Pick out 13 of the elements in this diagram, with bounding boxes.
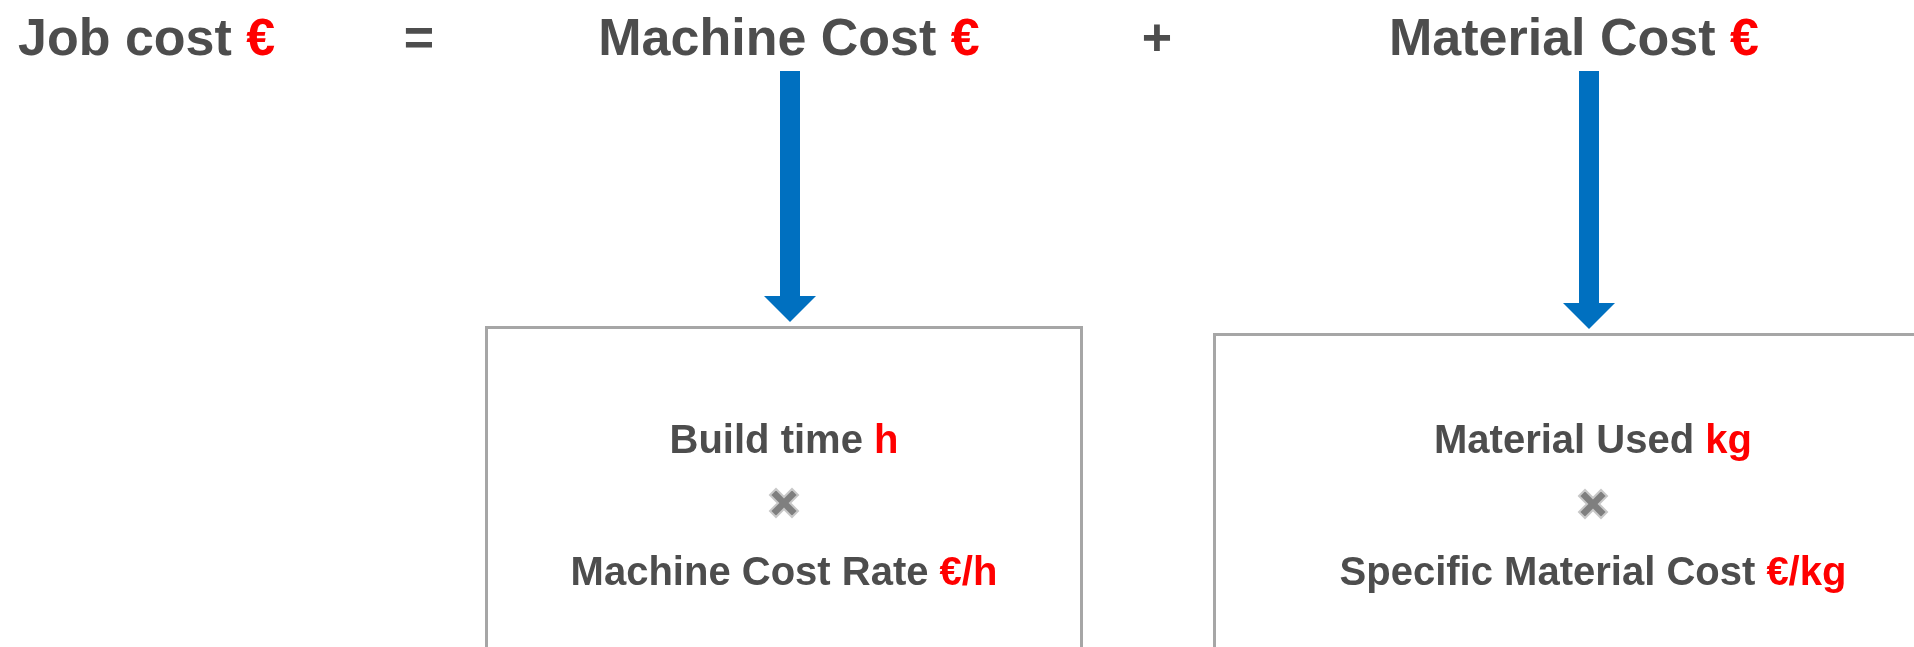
arrow [1563, 71, 1615, 329]
arrow [764, 71, 816, 322]
cost-heading: Machine Cost € [598, 7, 980, 67]
formula-box [485, 326, 1083, 647]
cost-heading: Job cost € [18, 7, 276, 67]
formula-term: Specific Material Cost €/kg [1338, 548, 1848, 595]
operator-sign: + [1141, 7, 1173, 67]
formula-term: Machine Cost Rate €/h [569, 548, 999, 595]
formula-term: Material Used kg [1433, 416, 1753, 463]
operator-sign: = [403, 7, 435, 67]
formula-box [1213, 333, 1914, 647]
cost-heading: Material Cost € [1389, 7, 1759, 67]
formula-term: Build time h [668, 416, 900, 463]
